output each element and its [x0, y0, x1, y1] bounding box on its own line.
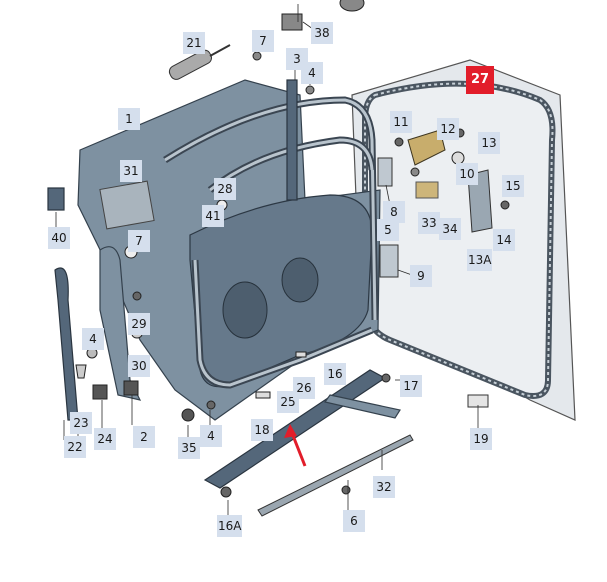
callout-4: 4 — [82, 328, 104, 350]
callout-12: 12 — [437, 118, 459, 140]
callout-16: 16 — [324, 363, 346, 385]
callout-40: 40 — [48, 227, 70, 249]
callout-8: 8 — [383, 201, 405, 223]
callout-17: 17 — [400, 375, 422, 397]
callout-26: 26 — [293, 377, 315, 399]
callout-13: 13 — [478, 132, 500, 154]
callout-13a: 13A — [467, 249, 493, 271]
callout-4: 4 — [301, 62, 323, 84]
callout-7: 7 — [128, 230, 150, 252]
callout-15: 15 — [502, 175, 524, 197]
callout-33: 33 — [418, 212, 440, 234]
callout-9: 9 — [410, 265, 432, 287]
callout-41: 41 — [202, 205, 224, 227]
callout-32: 32 — [373, 476, 395, 498]
callout-38: 38 — [311, 22, 333, 44]
callout-24: 24 — [94, 428, 116, 450]
front-seal — [54, 267, 79, 421]
callout-34: 34 — [439, 218, 461, 240]
callout-23: 23 — [70, 412, 92, 434]
callout-21: 21 — [183, 32, 205, 54]
callout-14: 14 — [493, 229, 515, 251]
callout-18: 18 — [251, 419, 273, 441]
hinge-bracket — [99, 246, 142, 401]
callout-6: 6 — [343, 510, 365, 532]
callout-27-highlighted: 27 — [466, 66, 494, 94]
callout-19: 19 — [470, 428, 492, 450]
callout-5: 5 — [377, 219, 399, 241]
callout-1: 1 — [118, 108, 140, 130]
callout-22: 22 — [64, 436, 86, 458]
callout-29: 29 — [128, 313, 150, 335]
callout-31: 31 — [120, 160, 142, 182]
callout-35: 35 — [178, 437, 200, 459]
callout-7: 7 — [252, 30, 274, 52]
callout-28: 28 — [214, 178, 236, 200]
callout-16a: 16A — [217, 515, 243, 537]
lower-trim — [257, 434, 414, 517]
callout-30: 30 — [128, 355, 150, 377]
callout-10: 10 — [456, 163, 478, 185]
callout-11: 11 — [390, 111, 412, 133]
callout-4: 4 — [200, 425, 222, 447]
callout-2: 2 — [133, 426, 155, 448]
